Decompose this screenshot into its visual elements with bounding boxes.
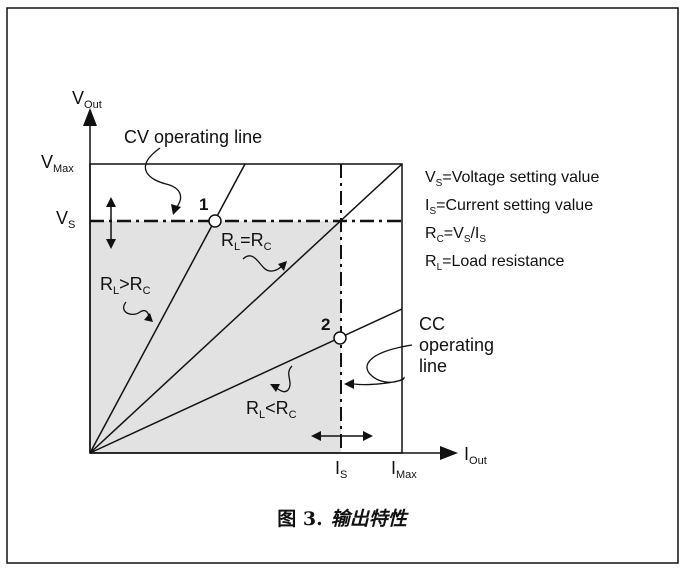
rl-eq-arrow-icon — [278, 261, 287, 271]
cv-operating-line-label: CV operating line — [124, 127, 262, 147]
cc-pointer-arrow-icon — [344, 379, 354, 389]
figure-caption: 图 3.输出特性 — [277, 508, 409, 530]
load-line-rl-gt-rc — [89, 163, 246, 454]
operating-point-2 — [333, 331, 347, 345]
rl-eq-pointer-squiggle — [242, 255, 283, 272]
cc-operating-line-label-2: operating — [419, 335, 494, 355]
vs-label: VS — [56, 208, 75, 231]
x-axis-label: IOut — [464, 444, 487, 467]
right-arrow-icon — [363, 431, 373, 441]
legend-rc: RC=VS/IS — [425, 225, 486, 245]
legend-is: IS=Current setting value — [425, 197, 593, 217]
cc-operating-line-label-1: CC — [419, 314, 445, 334]
x-axis-arrow-icon — [440, 446, 458, 460]
rl-eq-rc-label: RL=RC — [221, 230, 272, 253]
rl-gt-pointer-squiggle — [123, 301, 150, 319]
rl-lt-arrow-icon — [270, 384, 280, 392]
load-line-rl-eq-rc — [89, 163, 403, 454]
point-2-label: 2 — [321, 315, 330, 334]
rl-lt-pointer-squiggle — [275, 365, 293, 393]
legend-rl: RL=Load resistance — [425, 253, 565, 273]
cc-operating-line-label-3: line — [419, 356, 447, 376]
is-label: IS — [335, 458, 347, 481]
left-arrow-icon — [311, 431, 321, 441]
load-line-rl-lt-rc — [89, 308, 403, 454]
y-axis-label: VOut — [72, 88, 102, 111]
rl-lt-rc-label: RL<RC — [246, 398, 297, 421]
rl-gt-arrow-icon — [144, 313, 153, 322]
down-arrow-icon — [106, 239, 116, 249]
y-axis-arrow-icon — [83, 108, 97, 126]
vmax-label: VMax — [41, 152, 74, 175]
rl-gt-rc-label: RL>RC — [100, 274, 151, 297]
legend-vs: VS=Voltage setting value — [425, 169, 599, 189]
cc-pointer-squiggle — [353, 344, 413, 386]
operating-point-1 — [208, 214, 222, 228]
cv-pointer-arrow-icon — [171, 204, 181, 215]
cv-pointer-squiggle — [144, 147, 182, 209]
imax-label: IMax — [391, 458, 417, 481]
point-1-label: 1 — [199, 195, 208, 214]
up-arrow-icon — [106, 197, 116, 207]
